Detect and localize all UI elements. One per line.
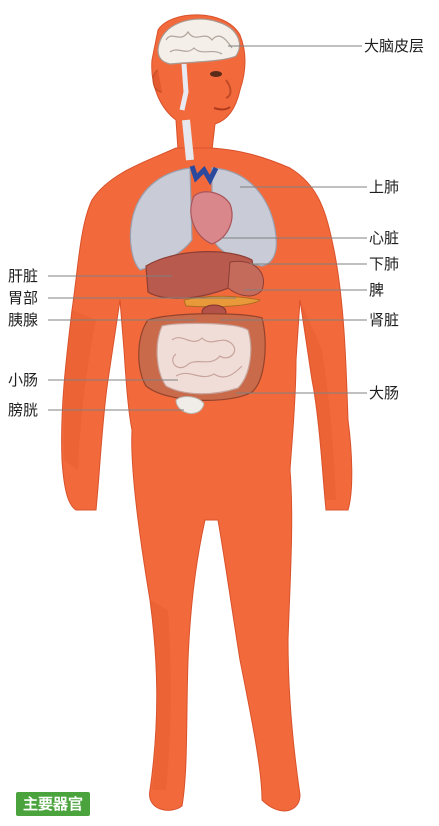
label-heart: 心脏 [369,229,399,247]
label-stomach: 胃部 [8,289,38,307]
label-small-intestine: 小肠 [8,371,38,389]
label-spleen: 脾 [369,281,384,299]
body-silhouette [62,15,352,811]
label-large-intestine: 大肠 [369,384,399,402]
label-cortex: 大脑皮层 [364,37,424,55]
label-bladder: 膀胱 [8,401,38,419]
caption-badge: 主要器官 [16,792,90,816]
label-upper-lung: 上肺 [369,178,399,196]
trachea-icon [186,120,190,160]
label-pancreas: 胰腺 [8,311,38,329]
label-liver: 肝脏 [8,267,38,285]
eye-icon [210,71,222,77]
small-intestine-icon [157,323,251,393]
label-kidney: 肾脏 [369,311,399,329]
label-lower-lung: 下肺 [369,255,399,273]
